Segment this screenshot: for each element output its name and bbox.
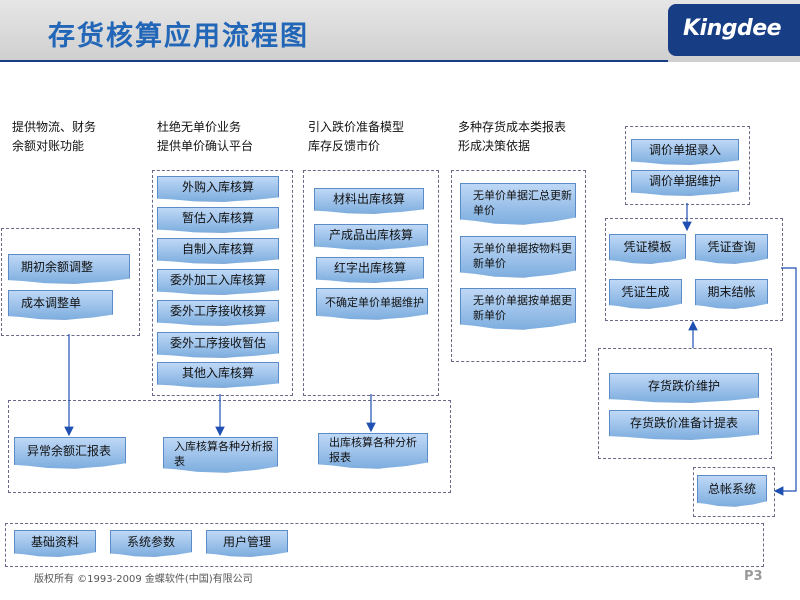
header-bar: [0, 0, 800, 62]
product-outbound-box[interactable]: 产成品出库核算: [314, 224, 428, 250]
impairment-provision-report-box[interactable]: 存货跌价准备计提表: [609, 410, 759, 440]
summary-update-price-box[interactable]: 无单价单据汇总更新单价: [460, 183, 576, 225]
doc-update-price-box[interactable]: 无单价单据按单据更新单价: [460, 288, 576, 330]
system-params-box[interactable]: 系统参数: [110, 530, 192, 557]
other-inbound-box[interactable]: 其他入库核算: [157, 362, 279, 388]
caption-line: 提供物流、财务: [12, 120, 97, 134]
outsource-process-inbound-box[interactable]: 委外加工入库核算: [157, 269, 279, 295]
period-close-box[interactable]: 期末结帐: [695, 279, 768, 309]
uncertain-price-doc-box[interactable]: 不确定单价单据维护: [316, 288, 428, 320]
header-divider: [0, 60, 668, 62]
voucher-group: [605, 218, 783, 321]
adjust-doc-entry-box[interactable]: 调价单据录入: [631, 139, 739, 165]
outsource-op-receive-box[interactable]: 委外工序接收核算: [157, 300, 279, 326]
inbound-analysis-report-box[interactable]: 入库核算各种分析报表: [163, 437, 278, 473]
voucher-generate-box[interactable]: 凭证生成: [609, 279, 682, 309]
copyright: 版权所有 ©1993-2009 金蝶软件(中国)有限公司: [34, 574, 253, 585]
reports-group: [8, 400, 451, 493]
logo-text: Kingdee: [683, 16, 782, 41]
caption-line: 余额对账功能: [12, 139, 85, 153]
voucher-query-box[interactable]: 凭证查询: [695, 234, 768, 264]
caption-line: 库存反馈市价: [308, 139, 381, 153]
caption-impairment: 引入跌价准备模型 库存反馈市价: [308, 118, 404, 156]
red-outbound-box[interactable]: 红字出库核算: [316, 257, 424, 283]
cost-adjust-doc-box[interactable]: 成本调整单: [8, 290, 113, 320]
opening-balance-adjust-box[interactable]: 期初余额调整: [8, 254, 130, 284]
base-settings-group: [5, 523, 764, 567]
purchase-inbound-box[interactable]: 外购入库核算: [157, 176, 279, 202]
adjust-doc-maintain-box[interactable]: 调价单据维护: [631, 170, 739, 196]
estimated-inbound-box[interactable]: 暂估入库核算: [157, 207, 279, 233]
caption-line: 形成决策依据: [458, 139, 531, 153]
user-management-box[interactable]: 用户管理: [206, 530, 288, 557]
page-number: P3: [744, 569, 763, 584]
caption-unit-price: 杜绝无单价业务 提供单价确认平台: [157, 118, 253, 156]
arrow-voucher-to-ledger: [773, 267, 797, 496]
price-update-group: [451, 170, 586, 362]
base-data-box[interactable]: 基础资料: [14, 530, 96, 557]
abnormal-balance-report-box[interactable]: 异常余额汇报表: [14, 437, 126, 469]
general-ledger-box[interactable]: 总帐系统: [697, 475, 767, 507]
caption-line: 提供单价确认平台: [157, 139, 254, 153]
caption-line: 多种存货成本类报表: [458, 120, 567, 134]
outsource-op-estimate-box[interactable]: 委外工序接收暂估: [157, 332, 279, 358]
impairment-maintain-box[interactable]: 存货跌价维护: [609, 373, 759, 403]
kingdee-logo: Kingdee: [668, 4, 800, 56]
impairment-group: [598, 348, 772, 459]
caption-line: 引入跌价准备模型: [308, 120, 405, 134]
caption-reconciliation: 提供物流、财务 余额对账功能: [12, 118, 96, 156]
material-outbound-box[interactable]: 材料出库核算: [314, 188, 424, 214]
voucher-template-box[interactable]: 凭证模板: [609, 234, 686, 264]
caption-cost-reports: 多种存货成本类报表 形成决策依据: [458, 118, 566, 156]
outbound-analysis-report-box[interactable]: 出库核算各种分析报表: [318, 433, 428, 469]
balance-adjust-group: [1, 228, 140, 336]
material-update-price-box[interactable]: 无单价单据按物料更新单价: [460, 236, 576, 278]
self-made-inbound-box[interactable]: 自制入库核算: [157, 238, 279, 264]
caption-line: 杜绝无单价业务: [157, 120, 242, 134]
page-title: 存货核算应用流程图: [48, 21, 309, 52]
inbound-accounting-group: [152, 170, 293, 396]
